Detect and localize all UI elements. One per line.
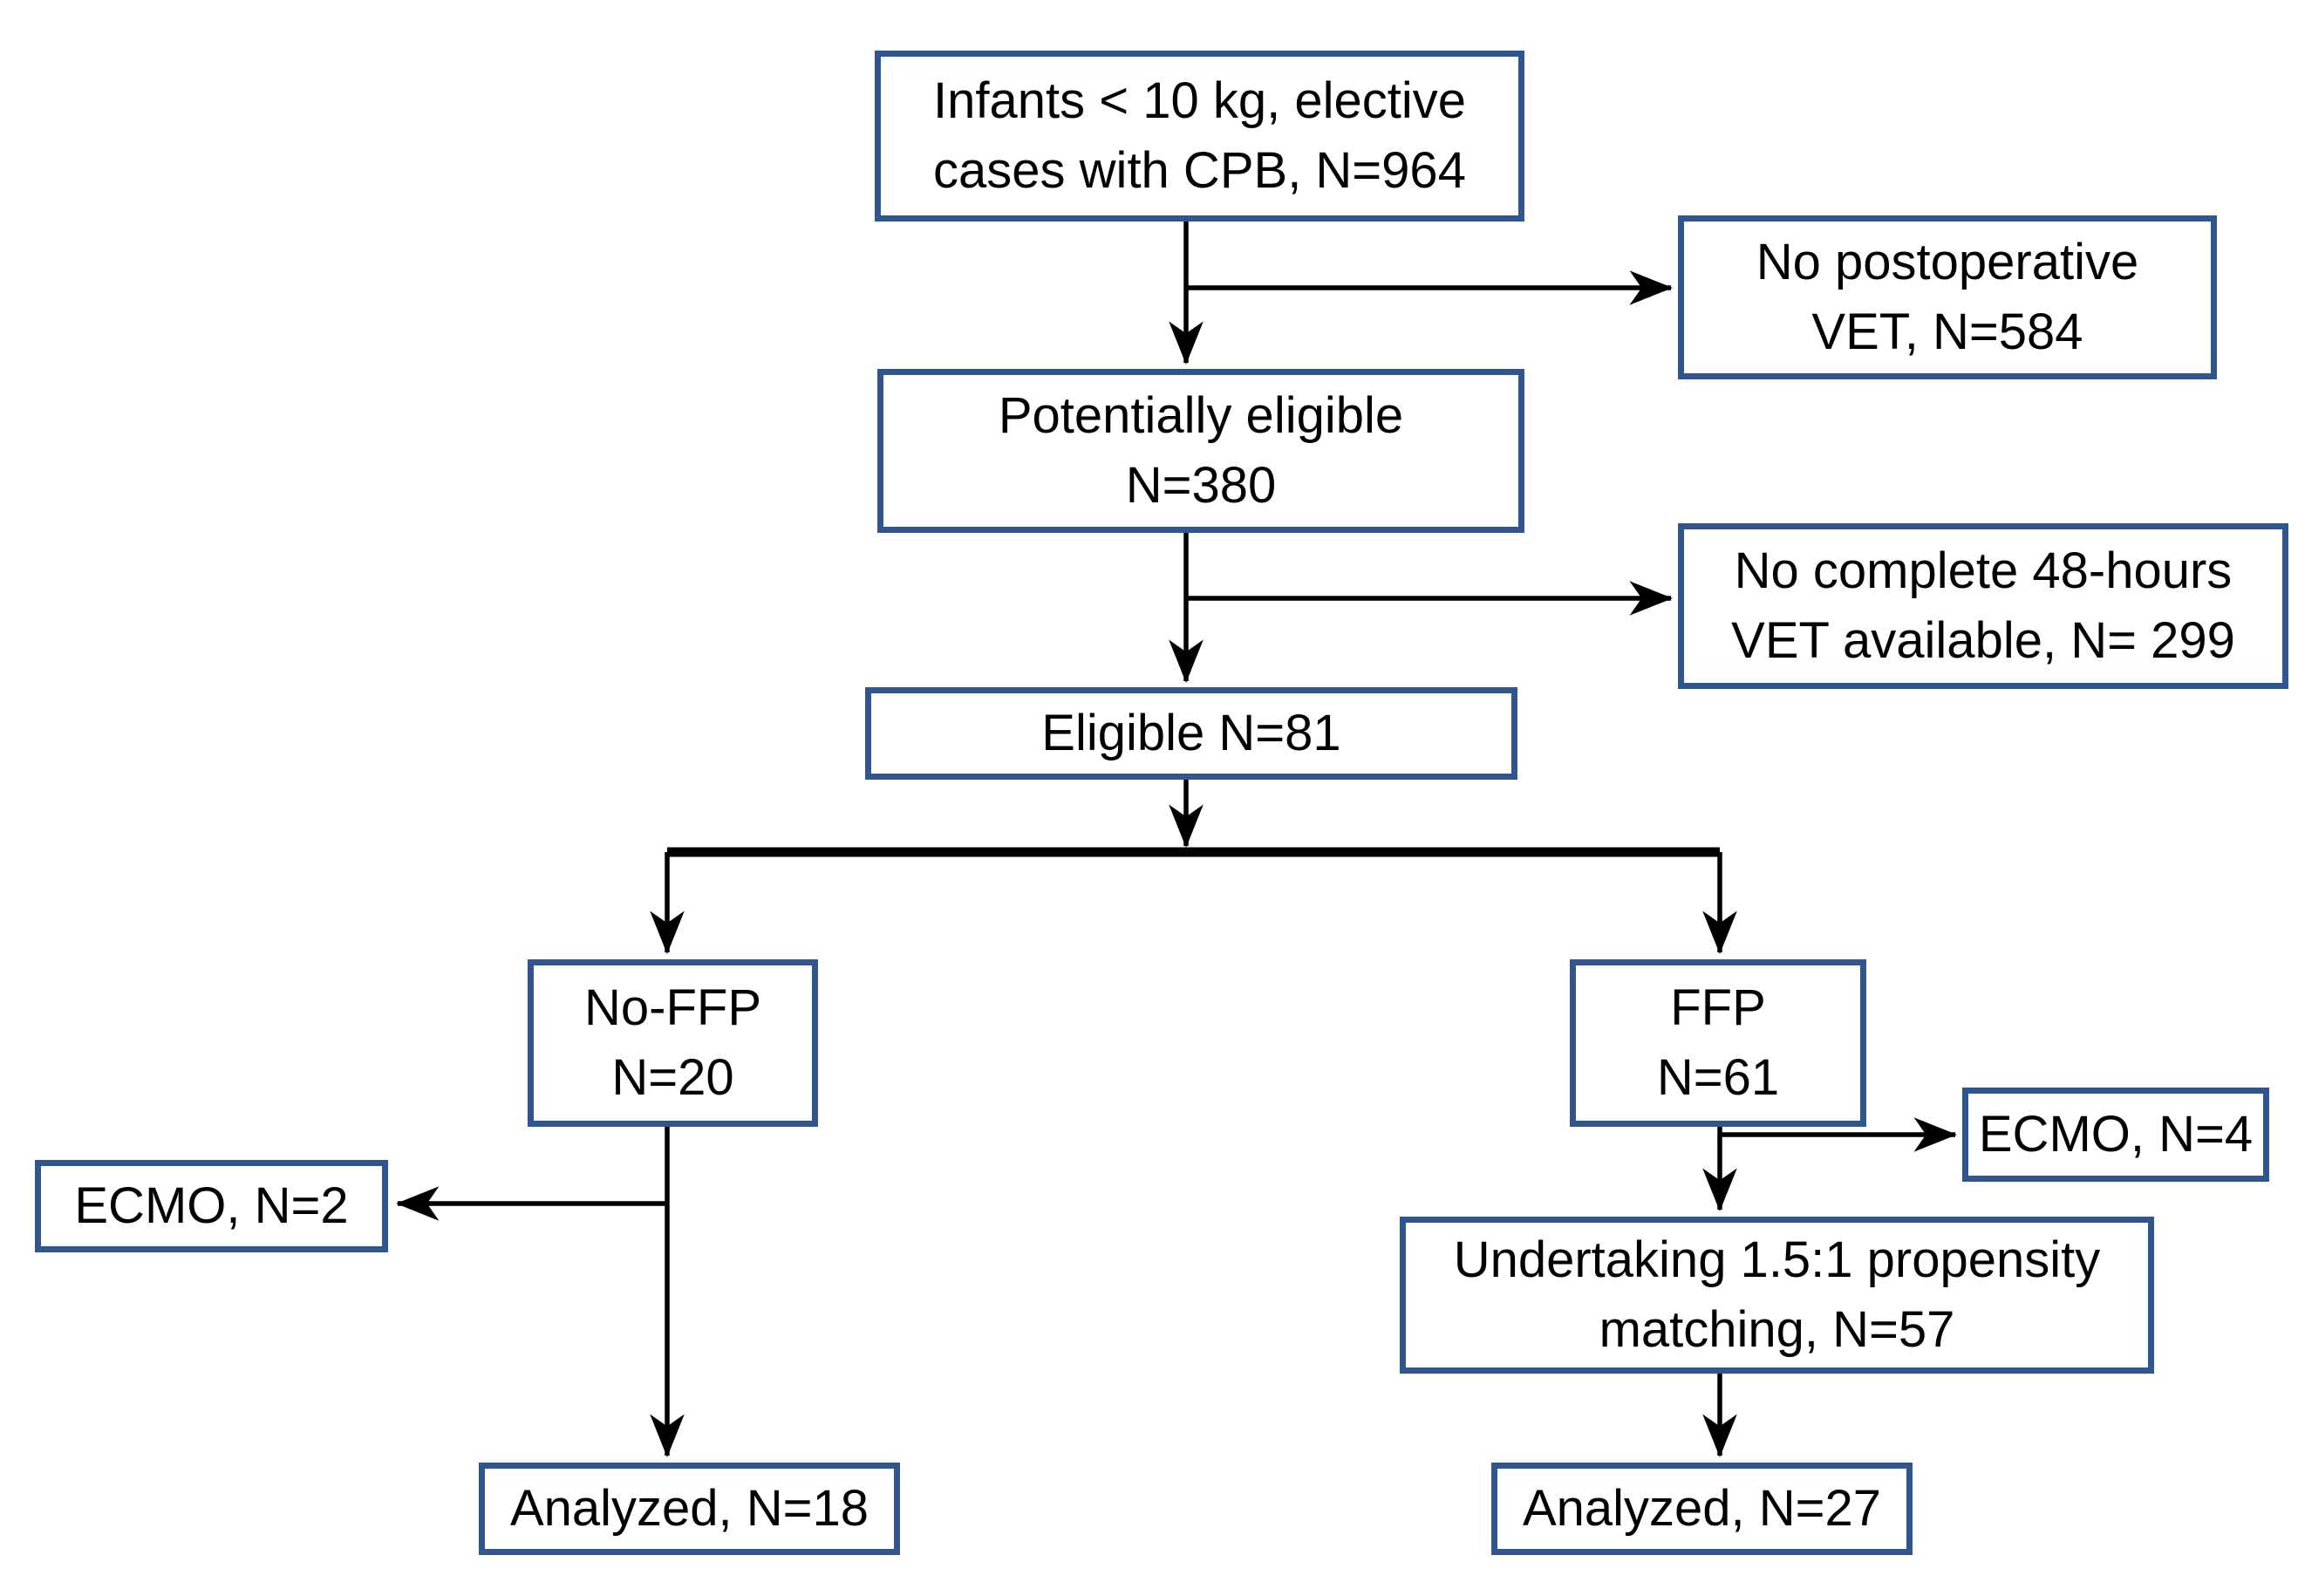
- node-text-line: ECMO, N=4: [1978, 1105, 2254, 1163]
- node-ffp: FFP N=61: [1570, 959, 1866, 1127]
- node-eligible: Eligible N=81: [865, 687, 1517, 780]
- node-text-line: No postoperative: [1756, 233, 2139, 290]
- node-no-postoperative-vet: No postoperative VET, N=584: [1678, 215, 2217, 379]
- node-no-complete-vet: No complete 48-hours VET available, N= 2…: [1678, 523, 2288, 689]
- node-analyzed-ffp: Analyzed, N=27: [1491, 1463, 1913, 1555]
- node-potentially-eligible: Potentially eligible N=380: [877, 369, 1524, 533]
- node-text-line: N=20: [611, 1049, 734, 1106]
- node-propensity-matching: Undertaking 1.5:1 propensity matching, N…: [1400, 1217, 2154, 1374]
- node-text-line: FFP: [1670, 979, 1766, 1036]
- node-infants-elective-cpb: Infants < 10 kg, elective cases with CPB…: [875, 51, 1524, 222]
- node-text-line: Undertaking 1.5:1 propensity: [1453, 1231, 2101, 1288]
- node-text-line: Infants < 10 kg, elective: [933, 72, 1466, 129]
- node-text-line: No complete 48-hours: [1734, 542, 2233, 599]
- node-text-line: No-FFP: [584, 979, 761, 1036]
- node-text-line: Eligible N=81: [1041, 704, 1341, 761]
- node-text-line: ECMO, N=2: [74, 1177, 349, 1234]
- node-text-line: Potentially eligible: [998, 386, 1404, 444]
- node-text-line: VET, N=584: [1811, 304, 2083, 360]
- node-text-line: VET available, N= 299: [1731, 612, 2235, 669]
- node-text-line: matching, N=57: [1599, 1301, 1955, 1358]
- node-analyzed-no-ffp: Analyzed, N=18: [479, 1463, 900, 1555]
- node-text-line: cases with CPB, N=964: [933, 142, 1466, 199]
- node-text-line: Analyzed, N=18: [509, 1479, 869, 1537]
- node-ecmo-ffp: ECMO, N=4: [1962, 1088, 2269, 1182]
- node-no-ffp: No-FFP N=20: [528, 959, 818, 1127]
- node-text-line: N=61: [1656, 1049, 1780, 1106]
- node-text-line: N=380: [1125, 457, 1277, 514]
- node-ecmo-no-ffp: ECMO, N=2: [35, 1160, 388, 1252]
- node-text-line: Analyzed, N=27: [1522, 1479, 1882, 1537]
